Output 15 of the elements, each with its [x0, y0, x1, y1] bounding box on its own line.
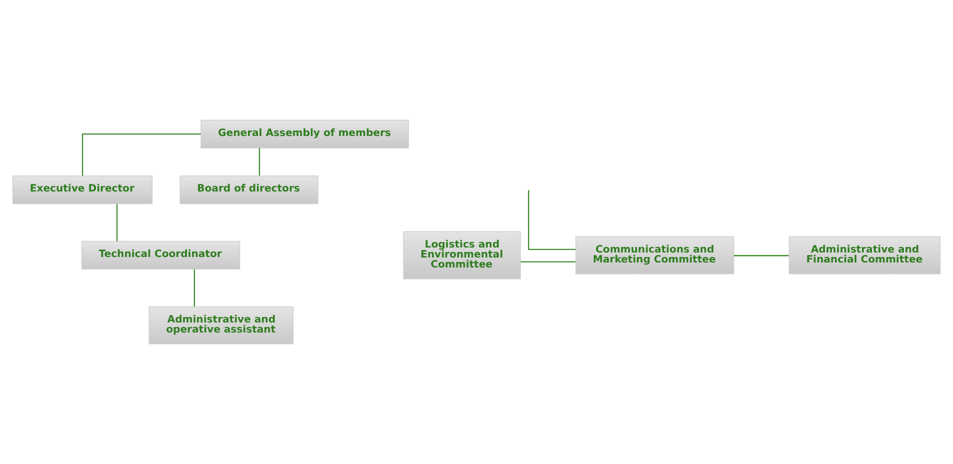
node-box: Technical Coordinator [81, 240, 240, 270]
connector [258, 148, 260, 176]
connector [734, 255, 789, 256]
node-box: Logistics and Environmental Committee [403, 231, 521, 280]
connector [116, 204, 118, 242]
node-box: Administrative and Financial Committee [788, 236, 941, 274]
node-box: Communications and Marketing Committee [575, 236, 734, 274]
connector [82, 133, 201, 176]
connector [528, 190, 576, 250]
node-box: Executive Director [12, 175, 153, 204]
node-box: Board of directors [180, 175, 318, 204]
connector [194, 269, 195, 307]
node-box: General Assembly of members [200, 120, 409, 148]
connector [520, 261, 576, 262]
node-box: Administrative and operative assistant [148, 306, 294, 344]
